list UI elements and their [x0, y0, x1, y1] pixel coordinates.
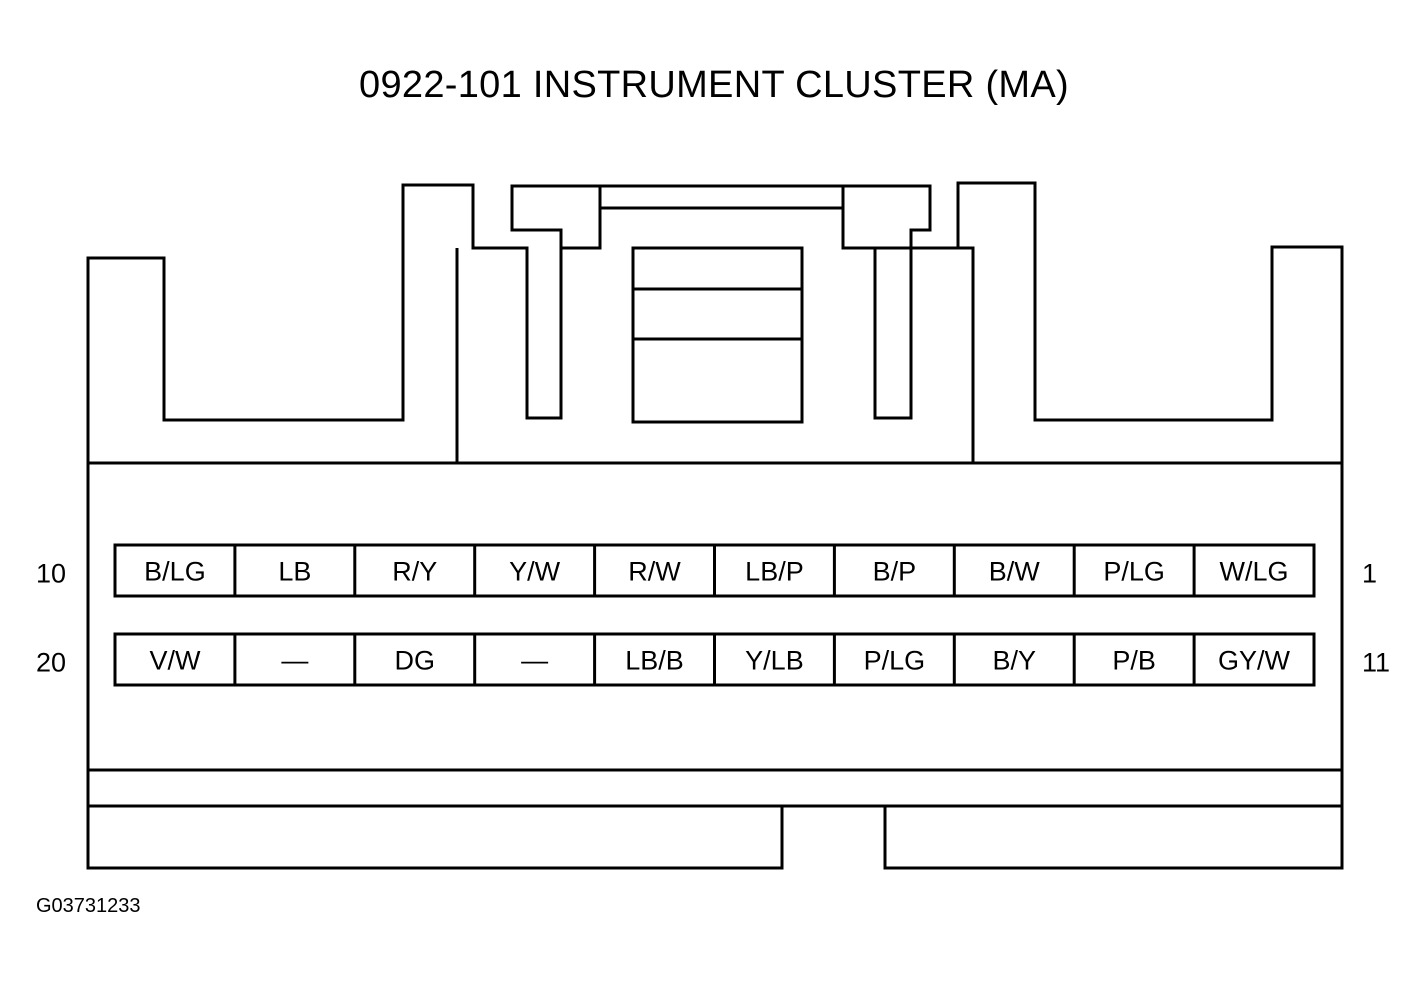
- figure-id: G03731233: [36, 895, 141, 917]
- row-right-position-label: 1: [1362, 559, 1377, 589]
- pin-cell-label: B/LG: [144, 557, 206, 587]
- pin-cell-label: P/LG: [1103, 557, 1165, 587]
- pin-cell-label: B/Y: [992, 646, 1036, 676]
- row-left-position-label: 20: [36, 648, 66, 678]
- pin-cell-label: B/P: [873, 557, 917, 587]
- pin-cell-label: R/W: [628, 557, 681, 587]
- pin-cell-label: P/LG: [864, 646, 926, 676]
- pin-cell-label: LB/B: [625, 646, 684, 676]
- pin-cell-label: B/W: [989, 557, 1041, 587]
- pin-cell-label: Y/LB: [745, 646, 804, 676]
- pin-cell-label: R/Y: [392, 557, 437, 587]
- diagram-title: 0922-101 INSTRUMENT CLUSTER (MA): [359, 64, 1069, 106]
- pin-cell-label: LB/P: [745, 557, 804, 587]
- pin-cell-label: Y/W: [509, 557, 561, 587]
- pin-rows: B/LG LB R/Y Y/W R/W LB/P B/P B/W P/LG W/LG 10 1V/W —…: [36, 543, 1390, 687]
- pin-cell-label: —: [521, 646, 548, 676]
- row-left-position-label: 10: [36, 559, 66, 589]
- pin-cell-label: DG: [395, 646, 436, 676]
- pin-cell-label: GY/W: [1218, 646, 1291, 676]
- pin-row: B/LG LB R/Y Y/W R/W LB/P B/P B/W P/LG W/LG 10 1: [36, 543, 1377, 598]
- pin-cell-label: P/B: [1112, 646, 1156, 676]
- row-right-position-label: 11: [1362, 648, 1390, 678]
- connector-housing: [86, 181, 1344, 870]
- pin-cell-label: LB: [278, 557, 311, 587]
- pin-row: V/W — DG — LB/B Y/LB P/LG B/Y P/B GY/W 20 11: [36, 632, 1390, 687]
- pin-cell-label: W/LG: [1220, 557, 1289, 587]
- pin-cell-label: V/W: [149, 646, 201, 676]
- pin-cell-label: —: [281, 646, 308, 676]
